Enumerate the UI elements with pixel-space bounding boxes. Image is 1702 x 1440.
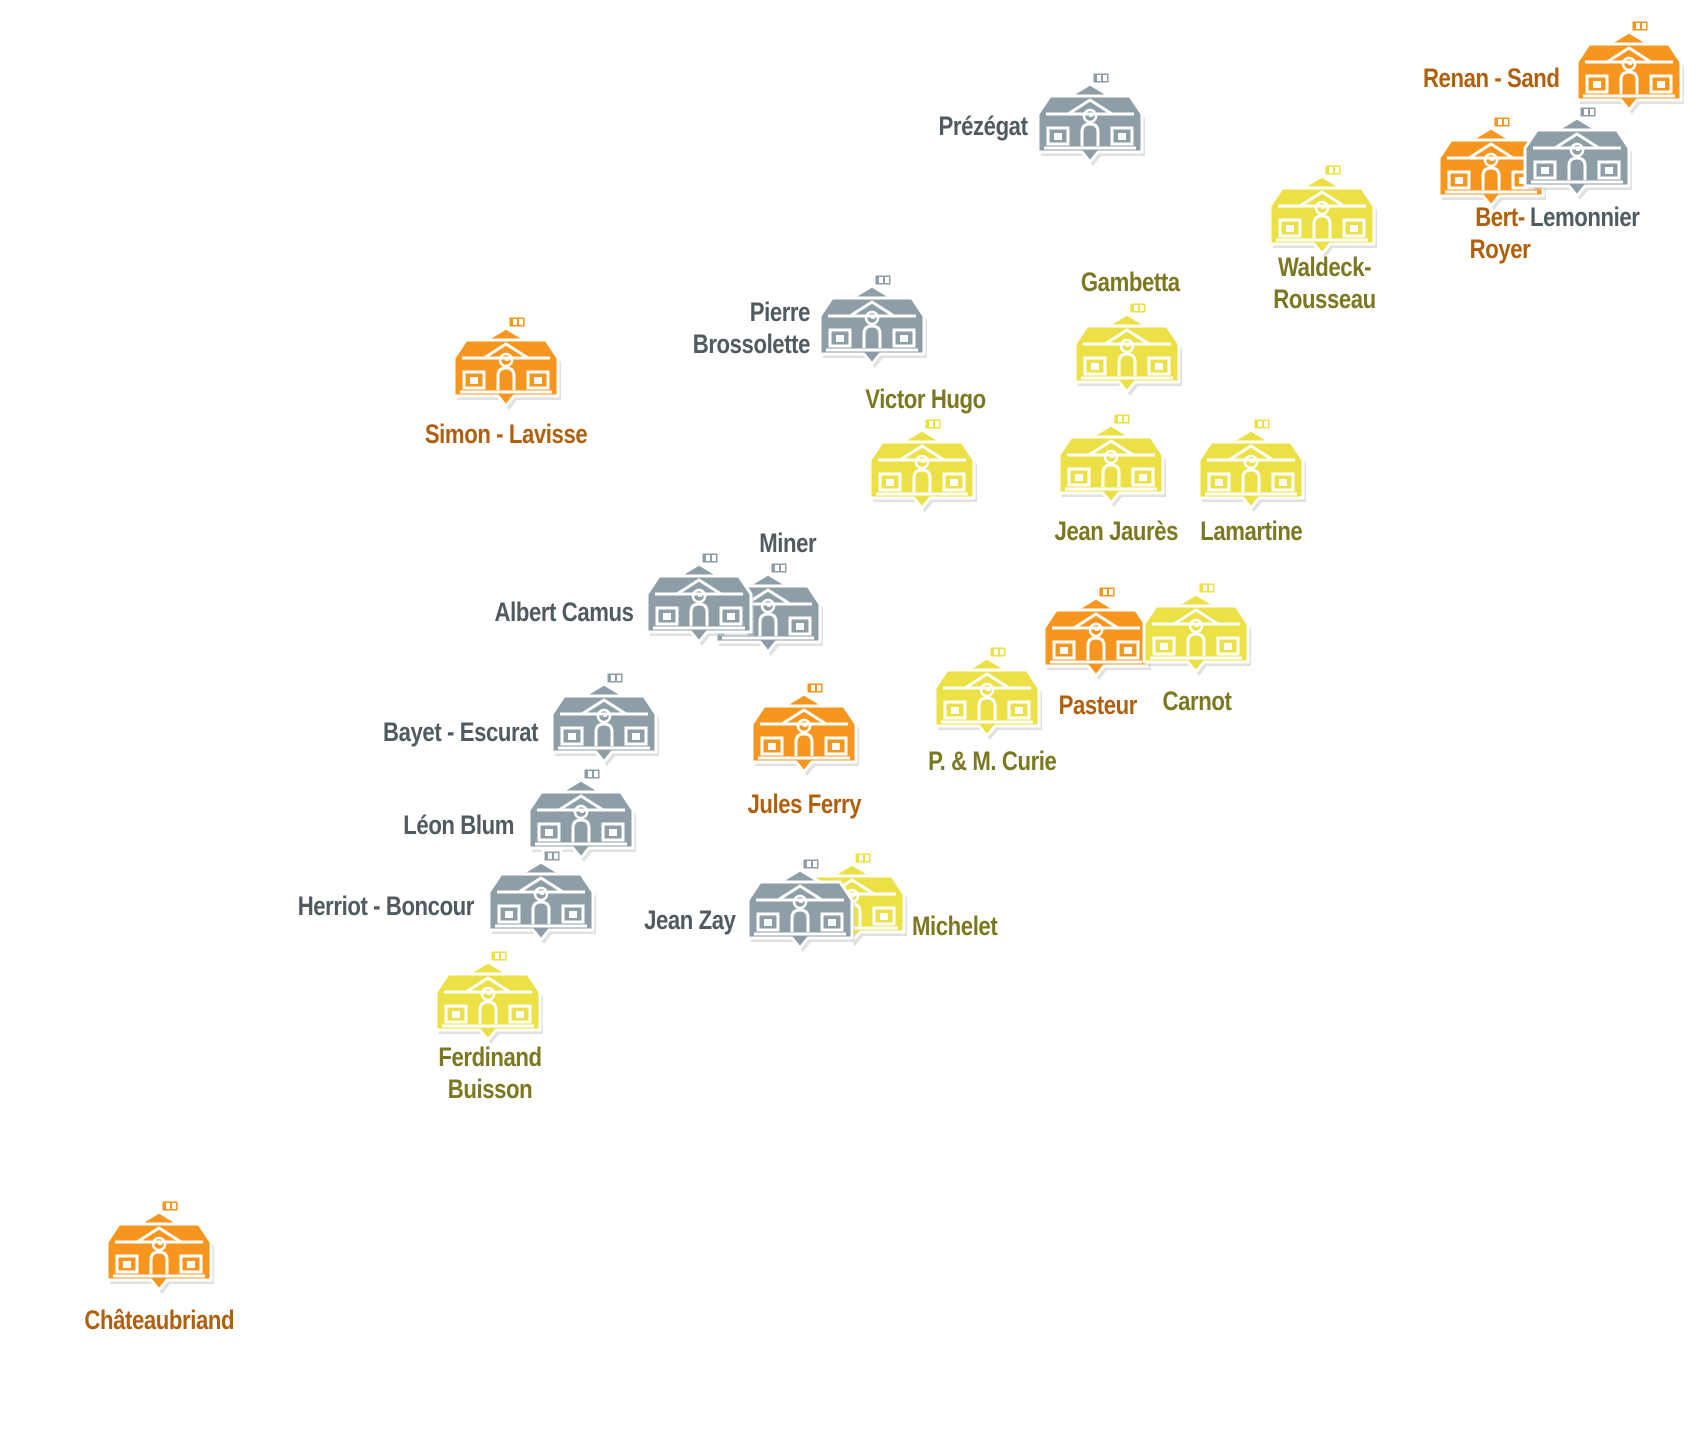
school-house-icon: [1437, 114, 1546, 210]
school-label-line: Ferdinand: [438, 1042, 542, 1072]
school-house-icon: [868, 416, 977, 512]
school-marker-gambetta[interactable]: [1067, 300, 1187, 396]
school-marker-lemonnier[interactable]: [1517, 104, 1637, 200]
school-marker-ferdinand-buisson[interactable]: [428, 948, 548, 1044]
school-marker-pasteur[interactable]: [1036, 584, 1156, 680]
school-label-albert-camus[interactable]: Albert Camus: [494, 597, 634, 627]
school-label-bayet-escurat[interactable]: Bayet - Escurat: [383, 717, 539, 747]
school-house-icon: [1197, 416, 1306, 512]
school-marker-pm-curie[interactable]: [927, 644, 1047, 740]
school-marker-jules-ferry[interactable]: [744, 680, 864, 776]
school-label-line: Waldeck-: [1277, 252, 1371, 282]
school-label-michelet[interactable]: Michelet: [912, 911, 998, 941]
school-house-icon: [1042, 584, 1151, 680]
school-label-herriot-boncour[interactable]: Herriot - Boncour: [297, 891, 475, 921]
school-marker-carnot[interactable]: [1136, 580, 1256, 676]
school-marker-jean-jaures[interactable]: [1051, 411, 1171, 507]
school-label-pm-curie[interactable]: P. & M. Curie: [927, 746, 1057, 776]
school-label-jean-jaures[interactable]: Jean Jaurès: [1054, 516, 1178, 546]
school-label-lamartine[interactable]: Lamartine: [1199, 516, 1303, 546]
school-label-line: Buisson: [447, 1074, 533, 1104]
school-label-gambetta[interactable]: Gambetta: [1080, 267, 1180, 297]
school-marker-bayet-escurat[interactable]: [544, 670, 664, 766]
school-label-chateaubriand[interactable]: Châteaubriand: [83, 1305, 234, 1335]
school-marker-simon-lavisse[interactable]: [446, 314, 566, 410]
school-marker-prezegat[interactable]: [1030, 70, 1150, 166]
school-label-line: Pierre: [749, 297, 811, 327]
school-house-icon: [1575, 18, 1684, 114]
school-label-leon-blum[interactable]: Léon Blum: [403, 810, 514, 840]
school-house-icon: [1036, 70, 1145, 166]
school-marker-lamartine[interactable]: [1191, 416, 1311, 512]
school-house-icon: [645, 550, 754, 646]
school-marker-herriot-boncour[interactable]: [481, 848, 601, 944]
school-house-icon: [818, 272, 927, 368]
school-marker-bert-royer[interactable]: [1431, 114, 1551, 210]
school-label-renan-sand[interactable]: Renan - Sand: [1422, 63, 1560, 93]
school-label-victor-hugo[interactable]: Victor Hugo: [864, 384, 986, 414]
school-label-lemonnier[interactable]: Lemonnier: [1530, 202, 1640, 232]
school-house-icon: [750, 680, 859, 776]
school-marker-jean-zay[interactable]: [740, 856, 860, 952]
school-label-pasteur[interactable]: Pasteur: [1058, 690, 1138, 720]
school-label-line: Brossolette: [692, 329, 811, 359]
school-house-icon: [452, 314, 561, 410]
school-house-icon: [550, 670, 659, 766]
school-label-carnot[interactable]: Carnot: [1162, 686, 1232, 716]
school-marker-leon-blum[interactable]: [521, 766, 641, 862]
school-house-icon: [1142, 580, 1251, 676]
school-house-icon: [933, 644, 1042, 740]
school-house-icon: [105, 1198, 214, 1294]
school-marker-chateaubriand[interactable]: [99, 1198, 219, 1294]
school-house-icon: [1523, 104, 1632, 200]
school-label-line: Rousseau: [1272, 284, 1376, 314]
school-label-prezegat[interactable]: Prézégat: [938, 111, 1028, 141]
school-label-bert-royer[interactable]: Bert-Royer: [1470, 201, 1531, 265]
school-label-waldeck-rousseau[interactable]: Waldeck-Rousseau: [1273, 251, 1376, 315]
school-house-icon: [1268, 162, 1377, 258]
school-marker-victor-hugo[interactable]: [862, 416, 982, 512]
school-house-icon: [487, 848, 596, 944]
school-house-icon: [1057, 411, 1166, 507]
school-label-line: Royer: [1469, 234, 1531, 264]
school-marker-pierre-brossolette[interactable]: [812, 272, 932, 368]
school-label-simon-lavisse[interactable]: Simon - Lavisse: [424, 419, 588, 449]
school-house-icon: [434, 948, 543, 1044]
school-label-miner[interactable]: Miner: [759, 528, 817, 558]
school-label-jean-zay[interactable]: Jean Zay: [644, 905, 736, 935]
school-label-line: Bert-: [1475, 202, 1525, 232]
school-house-icon: [527, 766, 636, 862]
school-label-jules-ferry[interactable]: Jules Ferry: [746, 789, 861, 819]
school-house-icon: [1073, 300, 1182, 396]
school-marker-renan-sand[interactable]: [1569, 18, 1689, 114]
school-marker-waldeck-rousseau[interactable]: [1262, 162, 1382, 258]
school-house-icon: [746, 856, 855, 952]
school-marker-albert-camus[interactable]: [639, 550, 759, 646]
